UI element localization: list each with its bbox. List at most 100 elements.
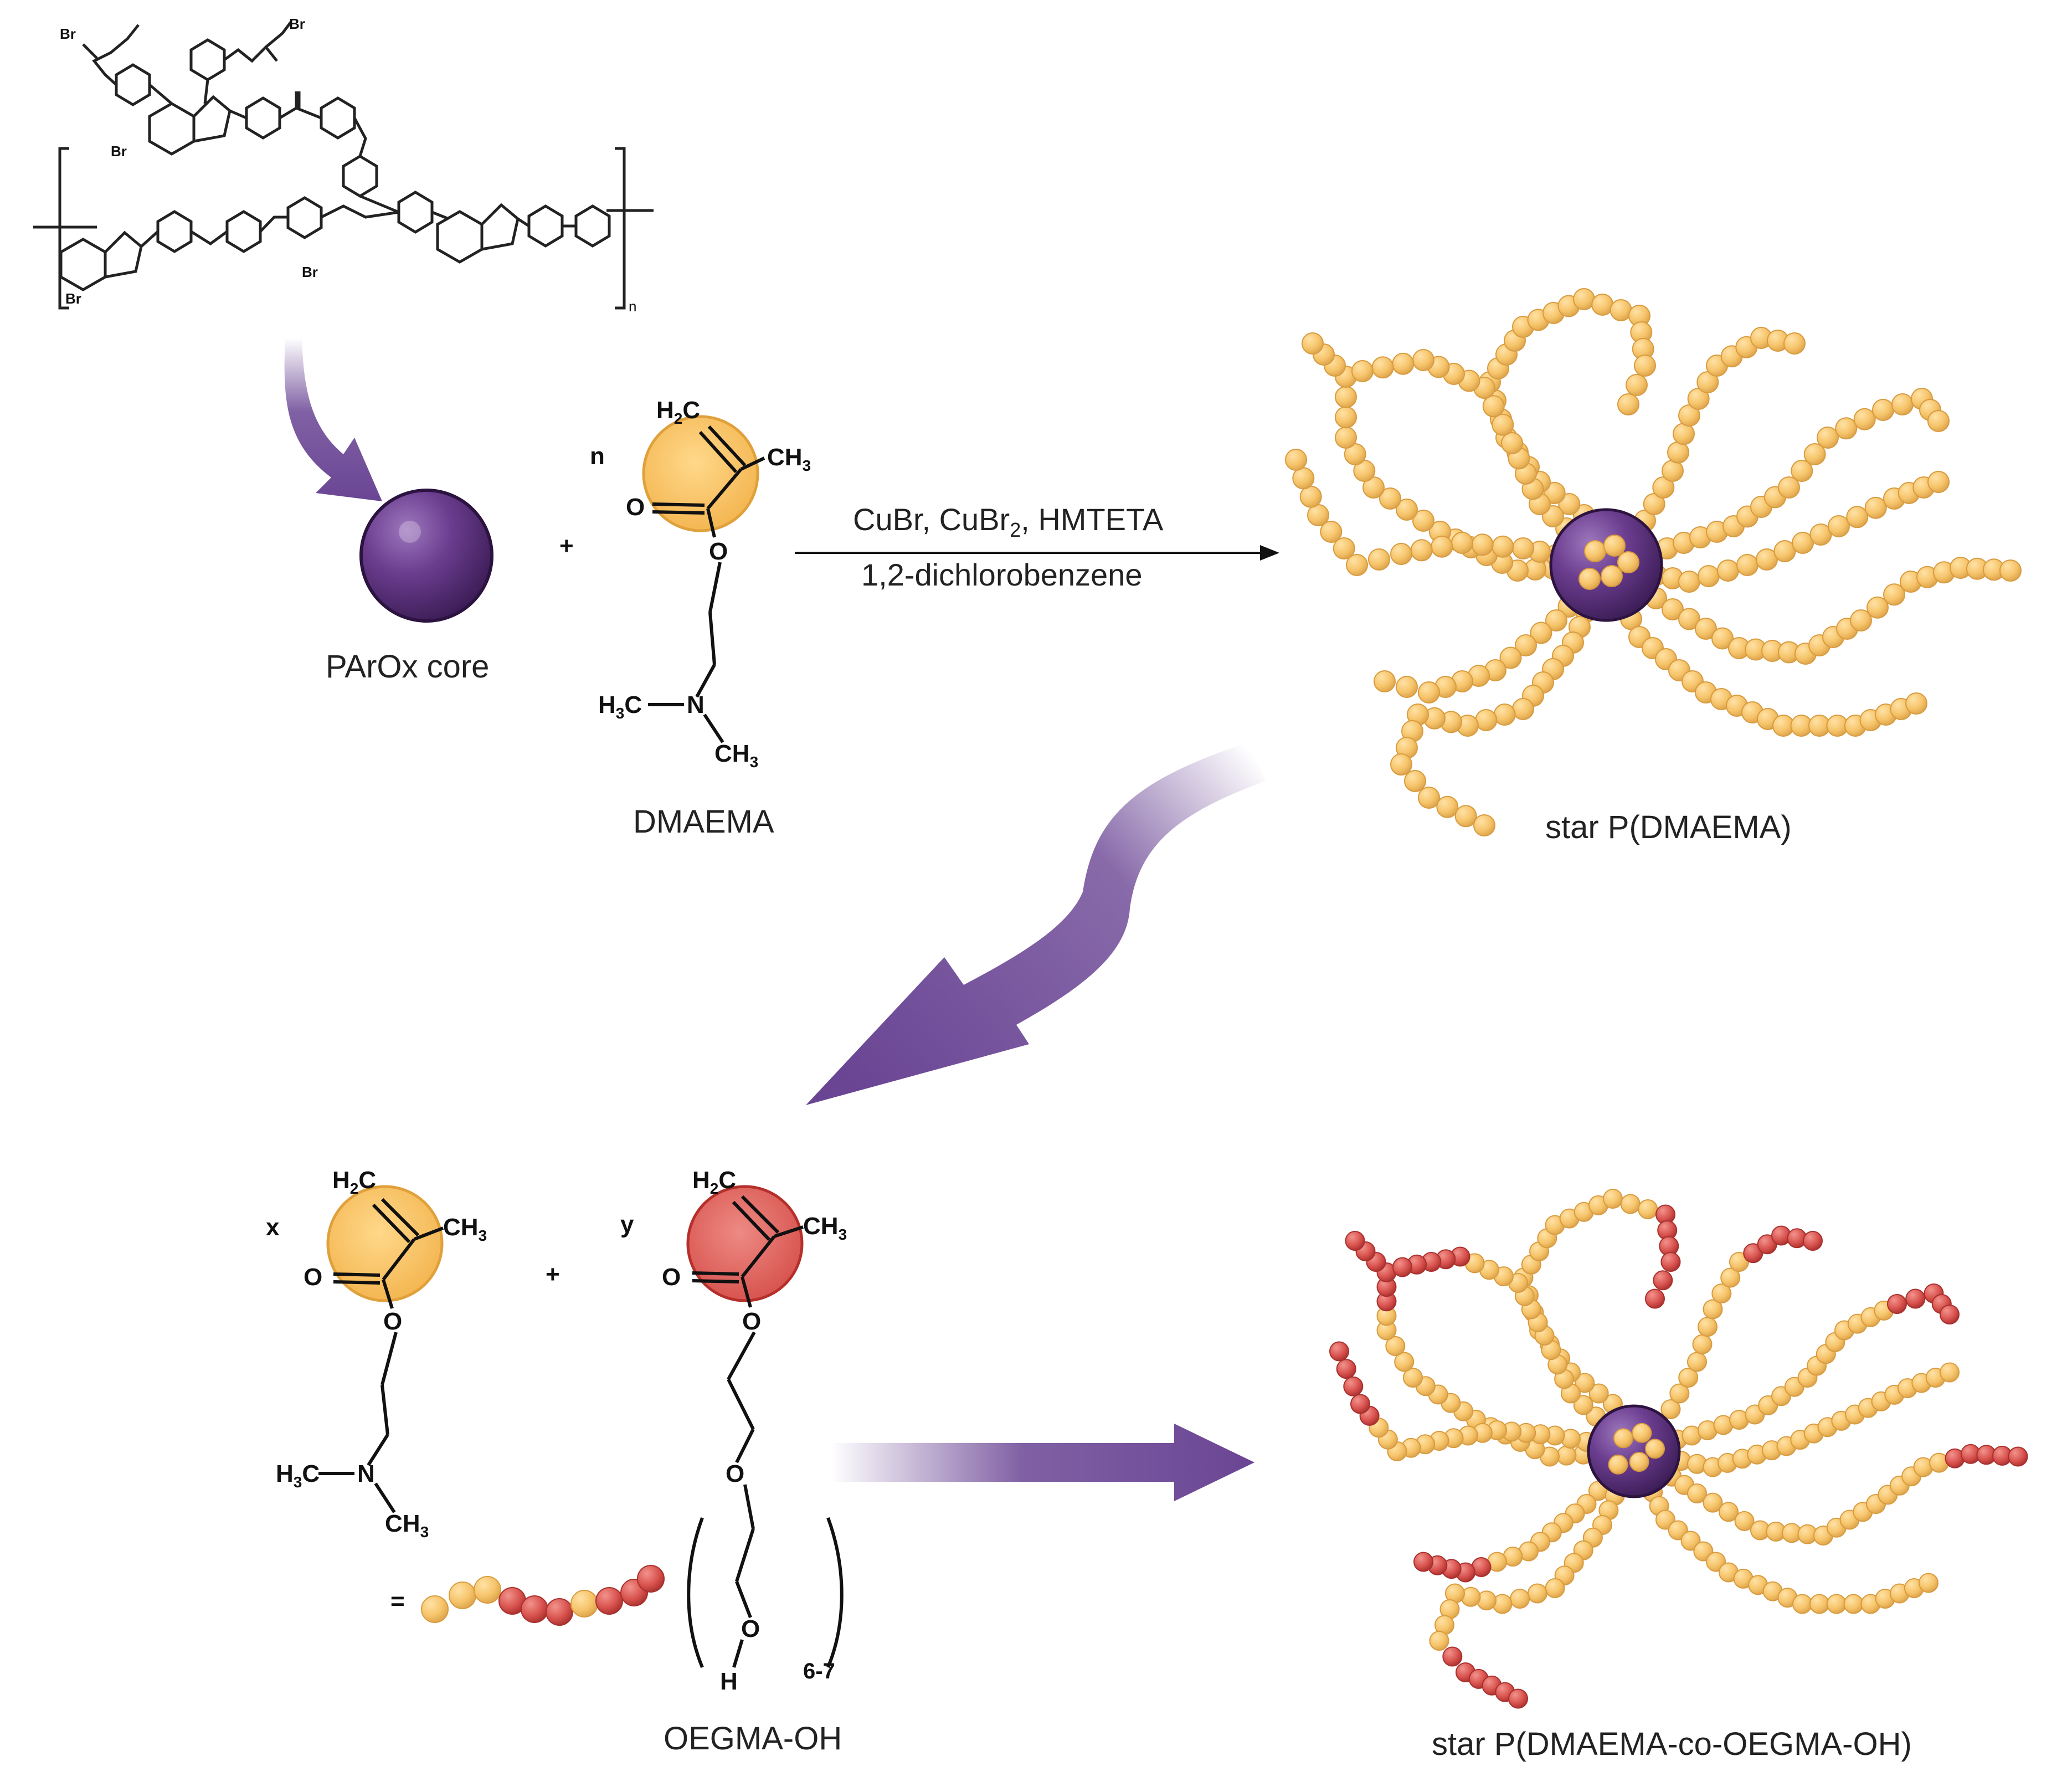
dmaema-bead xyxy=(1412,510,1434,532)
oegma-monomer: y H2C CH3 O O O O H 6-7 xyxy=(620,1167,847,1695)
label-dmaema: DMAEMA xyxy=(633,804,774,840)
dmaema-bead xyxy=(1632,1423,1652,1443)
atom-h3c: H3C xyxy=(598,691,642,722)
dmaema-bead xyxy=(1299,485,1322,508)
oegma-bead xyxy=(1329,1341,1349,1362)
ring xyxy=(156,210,193,253)
atom-h2c: H2C xyxy=(692,1167,736,1197)
dmaema-bead xyxy=(421,1595,449,1623)
dmaema-bead xyxy=(570,1590,598,1618)
dmaema-bead xyxy=(1578,568,1601,590)
dmaema-bead xyxy=(1629,1452,1649,1472)
dmaema-bead xyxy=(1905,692,1927,715)
atom-h: H xyxy=(720,1668,738,1695)
dmaema-bead xyxy=(1864,496,1887,519)
dmaema-bead xyxy=(1335,427,1357,449)
ring xyxy=(115,63,151,106)
dmaema-bead xyxy=(1558,493,1581,515)
star-core xyxy=(1587,1404,1681,1498)
atom-br: Br xyxy=(302,264,318,280)
oegma-bead xyxy=(1336,1359,1356,1379)
dmaema-bead xyxy=(1591,294,1614,316)
dmaema-bead xyxy=(1573,288,1595,310)
oegma-bead xyxy=(1645,1288,1665,1309)
atom-ch3: CH3 xyxy=(714,740,758,771)
dmaema-bead xyxy=(1843,1594,1864,1614)
star-polymer-dmaema xyxy=(1285,288,2022,836)
dmaema-bead xyxy=(1603,1189,1623,1209)
reaction-arrow xyxy=(795,545,1279,561)
dmaema-bead xyxy=(1919,1573,1938,1593)
dmaema-bead xyxy=(1492,535,1514,558)
dmaema-bead xyxy=(1883,583,1905,606)
oegma-bead xyxy=(521,1595,548,1623)
dmaema-bead xyxy=(1285,449,1307,471)
ring xyxy=(286,196,323,239)
dmaema-bead xyxy=(1613,1428,1633,1449)
curved-arrow-s xyxy=(806,742,1266,1105)
dmaema-bead xyxy=(474,1576,501,1604)
dmaema-bead xyxy=(1846,506,1869,528)
atom-br: Br xyxy=(60,25,76,42)
dmaema-bead xyxy=(1608,1454,1628,1475)
dmaema-bead xyxy=(1999,559,2022,582)
dmaema-bead xyxy=(1695,618,1717,640)
atom-br: Br xyxy=(111,143,127,160)
repeat-6-7: 6-7 xyxy=(803,1659,835,1683)
dmaema-bead xyxy=(1736,554,1758,576)
oegma-bead xyxy=(595,1587,623,1615)
dmaema-bead xyxy=(1803,443,1826,465)
dmaema-bead xyxy=(1756,548,1778,571)
oegma-bead xyxy=(1442,1646,1463,1667)
dmaema-bead xyxy=(1335,386,1357,408)
dmaema-bead xyxy=(1429,1631,1449,1651)
polymer-repeat-n: n xyxy=(629,298,636,315)
dmaema-bead xyxy=(1778,476,1800,499)
ring xyxy=(320,96,356,140)
dmaema-bead xyxy=(1374,670,1396,692)
atom-h2c: H2C xyxy=(656,397,700,427)
dmaema-bead xyxy=(1687,1483,1707,1503)
dmaema-bead xyxy=(1809,523,1832,546)
dmaema-bead xyxy=(1809,1594,1829,1614)
plus-sign-2: + xyxy=(546,1261,560,1288)
star-core xyxy=(1549,508,1663,622)
dmaema-bead xyxy=(1617,393,1639,415)
dmaema-bead xyxy=(1385,1336,1406,1356)
ring-isatin-mid xyxy=(436,210,484,264)
parox-structure xyxy=(33,21,654,310)
dmaema-bead xyxy=(1473,814,1495,836)
dmaema-bead xyxy=(1719,1502,1739,1522)
dmaema-bead xyxy=(1501,432,1523,454)
dmaema-bead xyxy=(1404,770,1426,792)
oegma-bead xyxy=(1940,1305,1960,1324)
oegma-bead xyxy=(637,1565,665,1593)
dmaema-bead xyxy=(449,1582,476,1609)
dmaema-monomer-2: x H2C CH3 O O H3C N CH3 xyxy=(266,1167,487,1541)
coefficient-x: x xyxy=(266,1214,280,1241)
dmaema-bead xyxy=(1717,559,1739,582)
oegma-bead xyxy=(1345,1231,1365,1251)
dmaema-bead xyxy=(1394,1352,1415,1372)
dmaema-bead xyxy=(1662,460,1684,482)
dmaema-bead xyxy=(1610,299,1632,321)
dmaema-bead xyxy=(1720,1267,1741,1288)
dmaema-bead xyxy=(1368,548,1390,571)
star-polymer-copolymer xyxy=(1329,1189,2028,1709)
oegma-bead xyxy=(1905,1288,1926,1309)
dmaema-bead xyxy=(1603,535,1626,557)
dmaema-bead xyxy=(1678,1368,1699,1388)
dmaema-bead xyxy=(1584,540,1606,562)
oegma-bead xyxy=(1887,1294,1907,1314)
dmaema-bead xyxy=(1390,543,1412,565)
dmaema-bead xyxy=(1617,551,1639,573)
atom-o-carbonyl: O xyxy=(304,1264,322,1291)
dmaema-bead xyxy=(1703,1299,1723,1319)
ring xyxy=(189,38,226,81)
ring xyxy=(245,96,281,140)
equals-sign: = xyxy=(390,1588,405,1615)
dmaema-bead xyxy=(1687,1352,1707,1372)
dmaema-bead xyxy=(1853,408,1876,430)
dmaema-bead xyxy=(1396,676,1418,698)
dmaema-bead xyxy=(1620,1194,1641,1214)
